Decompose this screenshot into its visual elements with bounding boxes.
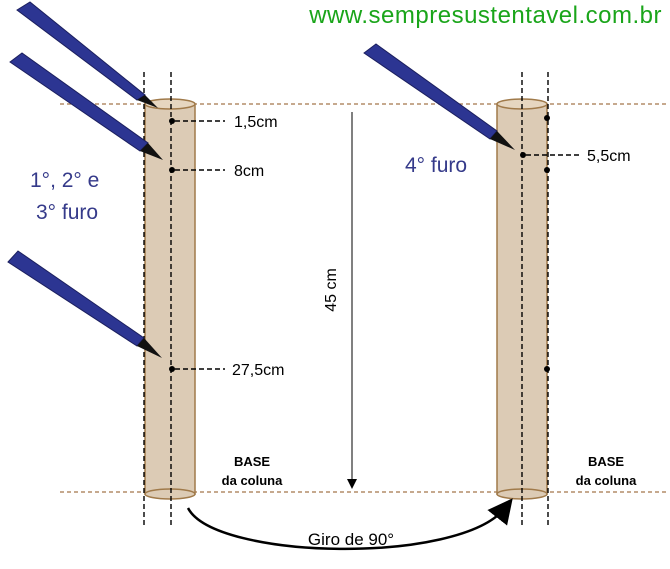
rotated-hole-2-dot: [544, 167, 550, 173]
hole-2-measure: 8cm: [234, 163, 264, 180]
hole-1-dot: [169, 118, 175, 124]
left-group-label-line2: 3° furo: [36, 201, 98, 224]
rotation-arrow: [186, 498, 513, 551]
length-measure: 45 cm: [323, 268, 340, 312]
left-base-label-line1: BASE: [234, 454, 270, 469]
pencil-1: [16, 1, 158, 108]
hole-3-dot: [169, 366, 175, 372]
left-base-label-line2: da coluna: [222, 473, 283, 488]
pencil-3: [7, 250, 162, 358]
hole-2-dot: [169, 167, 175, 173]
rotation-label: Giro de 90°: [308, 530, 394, 549]
pencil-4: [363, 43, 515, 150]
rotated-hole-3-dot: [544, 366, 550, 372]
rotated-hole-1-dot: [544, 115, 550, 121]
left-group-label-line1: 1°, 2° e: [30, 169, 99, 192]
hole-4-measure: 5,5cm: [587, 148, 631, 165]
hole-3-measure: 27,5cm: [232, 362, 284, 379]
right-base-label-line2: da coluna: [576, 473, 637, 488]
hole-4-dot: [520, 152, 526, 158]
left-column: [144, 98, 196, 500]
right-base-label-line1: BASE: [588, 454, 624, 469]
pencil-2: [9, 52, 163, 160]
hole-1-measure: 1,5cm: [234, 114, 278, 131]
website-url: www.sempresustentavel.com.br: [309, 2, 662, 29]
right-group-label: 4° furo: [405, 154, 467, 177]
